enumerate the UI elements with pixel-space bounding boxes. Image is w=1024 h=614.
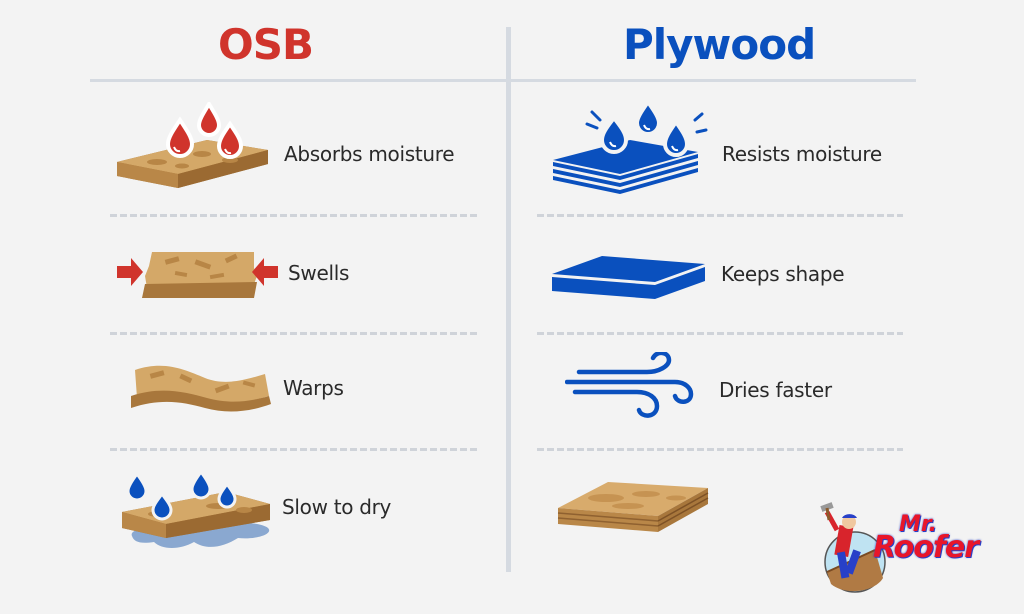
row-separator xyxy=(110,214,480,217)
osb-item-label: Absorbs moisture xyxy=(284,142,455,166)
mr-roofer-logo: Mr. Roofer xyxy=(815,500,980,600)
row-separator xyxy=(537,448,903,451)
logo-text-roofer: Roofer xyxy=(873,530,979,565)
osb-board-compress-arrows-icon xyxy=(117,252,278,298)
flat-board-icon xyxy=(552,256,705,299)
osb-item-label: Warps xyxy=(283,376,344,400)
osb-item-label: Swells xyxy=(288,261,350,285)
row-separator xyxy=(110,448,480,451)
osb-board-red-drops-icon xyxy=(117,102,268,188)
roofer-mascot-icon xyxy=(820,502,886,593)
plywood-item-label: Dries faster xyxy=(719,378,832,402)
plywood-column-title: Plywood xyxy=(623,20,816,69)
osb-warped-board-icon xyxy=(131,365,271,412)
osb-item-label: Slow to dry xyxy=(282,495,392,519)
row-separator xyxy=(537,214,903,217)
wind-icon xyxy=(565,352,694,418)
plywood-item-label: Resists moisture xyxy=(722,142,882,166)
plywood-board-icon xyxy=(557,482,709,532)
column-divider xyxy=(506,27,511,572)
osb-column-title: OSB xyxy=(218,20,314,69)
osb-board-puddle-icon xyxy=(122,469,270,548)
header-divider xyxy=(90,79,916,82)
row-separator xyxy=(537,332,903,335)
logo-text-mr: Mr. xyxy=(899,512,937,537)
plywood-layers-drops-icon xyxy=(553,100,708,194)
plywood-item-label: Keeps shape xyxy=(721,262,845,286)
row-separator xyxy=(110,332,480,335)
